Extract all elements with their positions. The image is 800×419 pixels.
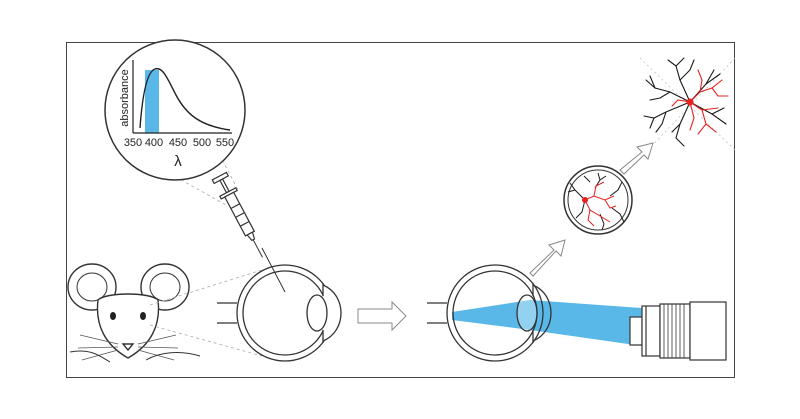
neuron-icon	[567, 172, 625, 231]
eye-icon-imaging	[427, 264, 552, 362]
tick-label-450: 450	[169, 137, 187, 149]
arrow-icon	[357, 300, 407, 332]
light-beam	[452, 300, 642, 346]
excitation-band	[145, 70, 159, 133]
syringe-icon	[211, 171, 263, 258]
needle-path	[261, 247, 286, 293]
tick-label-400: 400	[145, 137, 163, 149]
arrow-icon-up-2	[619, 142, 654, 175]
tick-label-500: 500	[193, 137, 211, 149]
eye-icon	[217, 264, 342, 362]
neuron-enlarged	[639, 57, 736, 151]
zoom-lines-mouse	[149, 269, 263, 357]
microscope-objective-icon	[629, 301, 727, 361]
inset-circle	[104, 39, 246, 181]
tick-label-350: 350	[124, 137, 142, 149]
tick-label-550: 550	[216, 137, 234, 149]
absorbance-curve	[139, 67, 231, 131]
x-axis-label: λ	[174, 153, 182, 170]
retina-inset	[563, 165, 633, 235]
mouse-icon	[67, 263, 201, 363]
absorbance-inset: absorbance 350 400 450 500 550 λ	[104, 39, 246, 181]
y-axis-label: absorbance	[119, 69, 131, 127]
arrow-icon-up-1	[529, 239, 566, 277]
